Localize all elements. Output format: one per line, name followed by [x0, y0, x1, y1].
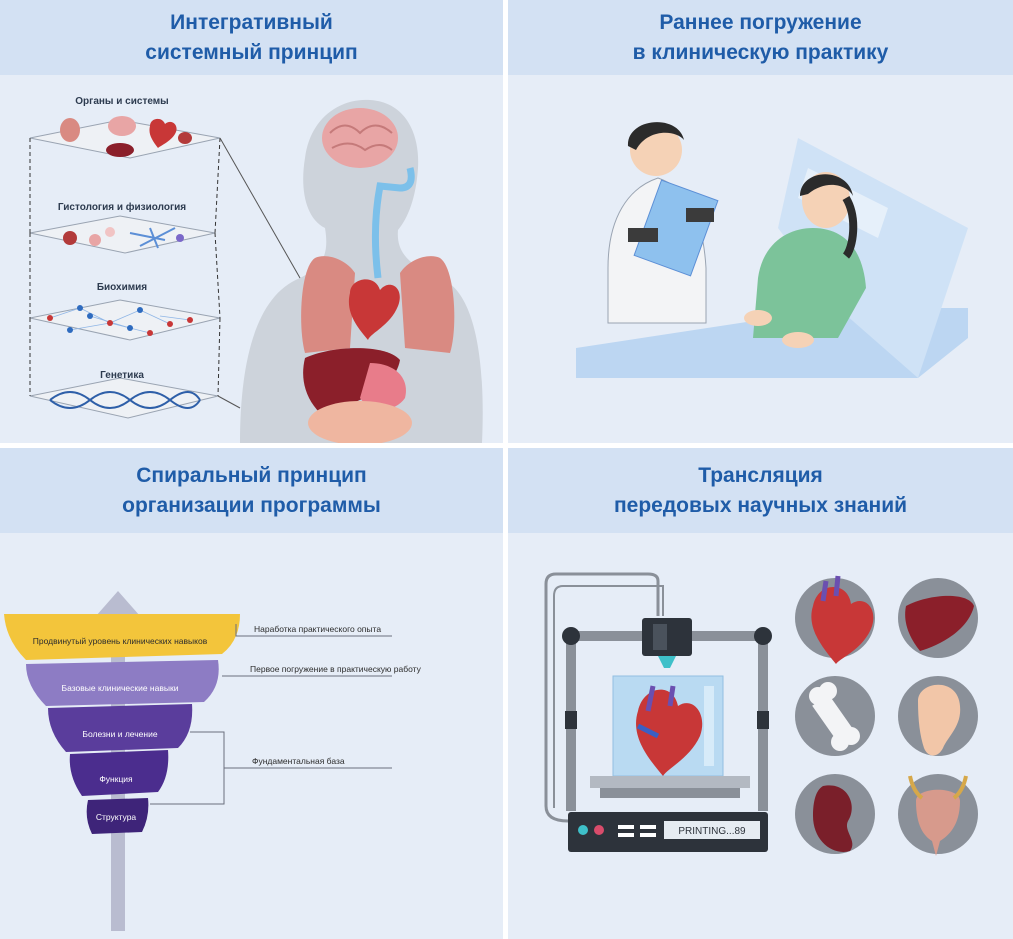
printer-display-text: PRINTING...89 — [678, 826, 746, 837]
level-links — [29, 137, 221, 397]
callout-first-immersion: Первое погружение в практическую работу — [250, 664, 422, 674]
panel-integrative-header: Интегративный системный принцип — [0, 0, 503, 75]
panel-spiral: Спиральный принцип организации программы… — [0, 448, 503, 939]
callout-fundamental: Фундаментальная база — [252, 756, 345, 766]
kidney-icon — [813, 785, 853, 852]
ring-label-function: Функция — [99, 774, 133, 784]
panel-integrative-title-line1: Интегративный — [170, 10, 333, 34]
spiral-ring-basic — [26, 660, 219, 706]
liver-icon — [905, 595, 974, 651]
panel-integrative-title-line2: системный принцип — [145, 40, 358, 64]
level-label-genetics: Генетика — [100, 370, 144, 381]
ring-label-structure: Структура — [96, 812, 137, 822]
callout-practice: Наработка практического опыта — [254, 624, 381, 634]
panel-clinical-body — [508, 78, 1013, 443]
panel-science-title-line1: Трансляция — [698, 463, 823, 487]
biochemistry-nodes — [47, 305, 193, 336]
heart-shape — [348, 279, 400, 340]
printer-cable — [544, 572, 660, 823]
level-label-histology: Гистология и физиология — [58, 201, 186, 213]
printer-display — [664, 821, 760, 839]
bladder-icon — [916, 789, 960, 856]
panel-spiral-title-line1: Спиральный принцип — [136, 463, 367, 487]
patient-figure — [744, 172, 866, 348]
intestines-shape — [308, 401, 412, 443]
organ-icons — [60, 116, 192, 157]
spiral-ring-structure — [86, 798, 149, 834]
status-light-teal — [578, 825, 588, 835]
ring-label-disease: Болезни и лечение — [82, 729, 157, 739]
panel-spiral-header: Спиральный принцип организации программы — [0, 448, 503, 533]
heart-icon — [811, 586, 874, 664]
brain-shape — [322, 108, 398, 168]
bone-icon — [809, 682, 860, 751]
panel-clinical-title-line2: в клиническую практику — [632, 40, 889, 64]
dna-helix — [49, 391, 201, 409]
panel-spiral-title-line2: организации программы — [122, 493, 381, 517]
panel-science: Трансляция передовых научных знаний — [508, 448, 1013, 939]
ear-icon — [918, 684, 961, 756]
doctor-figure — [607, 122, 719, 324]
clinical-illustration — [576, 122, 968, 378]
panel-clinical: Раннее погружение в клиническую практику — [508, 0, 1013, 443]
ring-label-advanced: Продвинутый уровень клинических навыков — [33, 636, 208, 646]
panel-integrative-body: Органы и системы Гистология и физиология… — [0, 78, 503, 443]
panel-integrative: Интегративный системный принцип — [0, 0, 503, 443]
level-label-organs: Органы и системы — [75, 96, 168, 107]
spiral-diagram: Продвинутый уровень клинических навыков … — [4, 591, 422, 931]
printer-bed — [590, 776, 750, 788]
up-arrow-head — [96, 591, 140, 616]
lungs-shape — [301, 256, 355, 353]
human-silhouette — [240, 99, 483, 443]
level-planes — [29, 119, 221, 419]
histology-icons — [63, 227, 184, 249]
panel-science-body: PRINTING...89 — [508, 536, 1013, 939]
airway-shape — [371, 167, 415, 279]
stomach-shape — [360, 363, 406, 410]
callout-connectors — [150, 624, 392, 805]
printed-heart — [636, 689, 703, 776]
panel-science-header: Трансляция передовых научных знаний — [508, 448, 1013, 533]
spiral-ring-advanced — [4, 614, 240, 660]
organ-grid — [795, 575, 978, 856]
ring-label-basic: Базовые клинические навыки — [62, 683, 179, 693]
spiral-ring-function — [69, 750, 169, 796]
panel-clinical-title-line1: Раннее погружение — [659, 10, 862, 34]
panel-science-title-line2: передовых научных знаний — [613, 493, 908, 517]
level-label-biochemistry: Биохимия — [97, 282, 147, 293]
science-illustration: PRINTING...89 — [544, 572, 978, 856]
panel-spiral-body: Продвинутый уровень клинических навыков … — [0, 536, 503, 939]
panel-clinical-header: Раннее погружение в клиническую практику — [508, 0, 1013, 75]
spiral-ring-disease — [48, 704, 193, 752]
integrative-illustration: Органы и системы Гистология и физиология… — [29, 96, 483, 443]
status-light-red — [594, 825, 604, 835]
